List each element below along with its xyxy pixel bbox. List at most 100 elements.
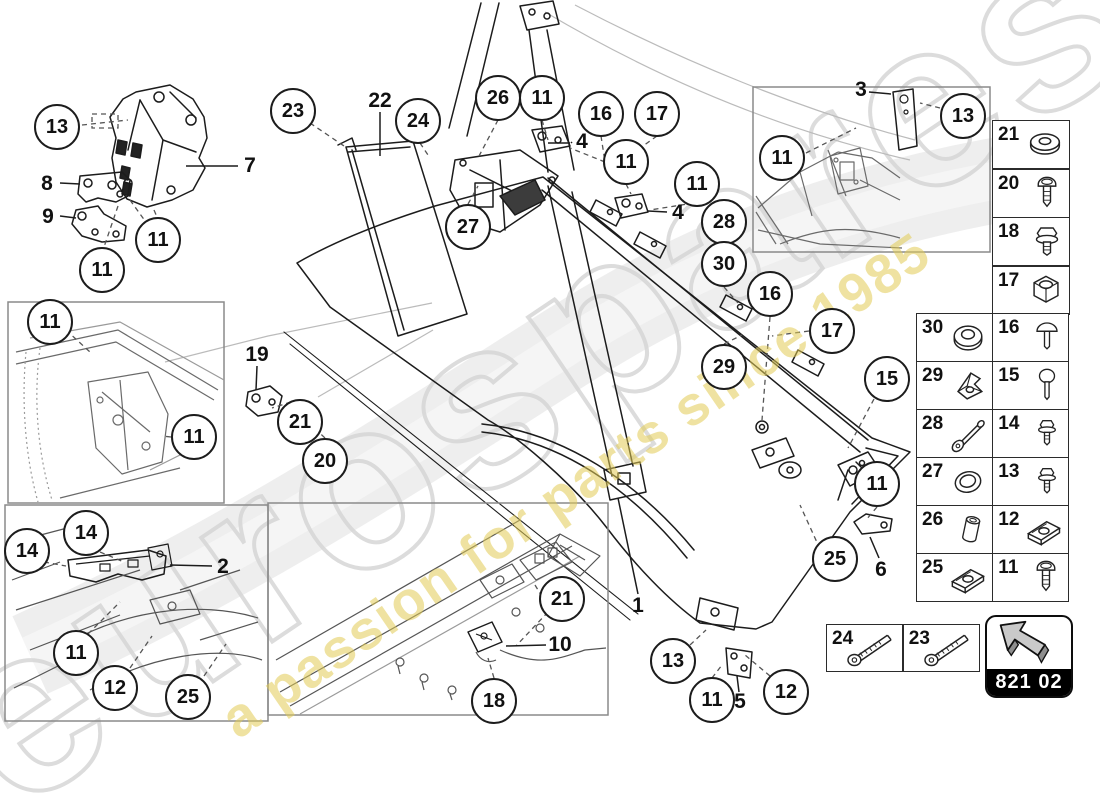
legend-cell[interactable]: 29: [917, 362, 992, 409]
legend-cell[interactable]: 12: [993, 506, 1068, 553]
part-number-label[interactable]: 3: [855, 78, 867, 101]
callout-circle[interactable]: 18: [471, 678, 517, 724]
part-number-label[interactable]: 2: [217, 555, 229, 578]
legend-cell[interactable]: 30: [917, 314, 992, 361]
part-number-label[interactable]: 1: [632, 594, 644, 617]
callout-circle[interactable]: 11: [135, 217, 181, 263]
legend-cell-number: 28: [922, 413, 944, 435]
legend-cell[interactable]: 11: [993, 554, 1068, 601]
legend-cell[interactable]: 20: [993, 169, 1069, 217]
callout-circle[interactable]: 12: [92, 665, 138, 711]
part-number-label[interactable]: 5: [734, 690, 746, 713]
callout-circle[interactable]: 25: [165, 674, 211, 720]
callout-circle[interactable]: 11: [603, 139, 649, 185]
callout-circle[interactable]: 25: [812, 536, 858, 582]
callout-number: 28: [712, 210, 736, 233]
legend-cell[interactable]: 16: [993, 314, 1068, 361]
callout-number: 16: [758, 282, 782, 305]
callout-circle[interactable]: 16: [578, 91, 624, 137]
callout-number: 13: [951, 104, 975, 127]
legend-cell-number: 20: [998, 172, 1020, 194]
callout-circle[interactable]: 21: [277, 399, 323, 445]
callout-circle[interactable]: 13: [650, 638, 696, 684]
callout-circle[interactable]: 11: [854, 461, 900, 507]
callout-circle[interactable]: 16: [747, 271, 793, 317]
inset-box-frames: [4, 86, 991, 722]
callout-number: 11: [771, 146, 793, 169]
part-number-label[interactable]: 7: [244, 154, 256, 177]
callout-circle[interactable]: 14: [63, 510, 109, 556]
callout-number: 20: [313, 449, 337, 472]
legend-cell[interactable]: 17: [993, 266, 1069, 314]
callout-circle[interactable]: 27: [445, 204, 491, 250]
callout-circle[interactable]: 11: [674, 161, 720, 207]
callout-circle[interactable]: 14: [4, 528, 50, 574]
callout-circle[interactable]: 12: [763, 669, 809, 715]
legend-cell[interactable]: 28: [917, 410, 992, 457]
part-number-label[interactable]: 8: [41, 172, 53, 195]
callout-circle[interactable]: 28: [701, 199, 747, 245]
inset-bottom-middle-art: [275, 519, 607, 715]
legend-cell[interactable]: 27: [917, 458, 992, 505]
legend-cell-number: 30: [922, 317, 944, 338]
legend-cell[interactable]: 26: [917, 506, 992, 553]
part-number-label[interactable]: 9: [42, 205, 54, 228]
part-number-label[interactable]: 4: [672, 201, 684, 224]
part-number-label[interactable]: 19: [245, 343, 269, 366]
legend-cell-number: 11: [998, 557, 1019, 579]
callout-circle[interactable]: 30: [701, 241, 747, 287]
callout-circle[interactable]: 11: [79, 247, 125, 293]
legend-cell[interactable]: 23: [903, 625, 979, 671]
inset-left-middle-art: [15, 321, 225, 503]
legend-cell[interactable]: 25: [917, 554, 992, 601]
legend-bottom-row: 24 23: [826, 624, 980, 672]
callout-circle[interactable]: 11: [171, 414, 217, 460]
callout-circle[interactable]: 21: [539, 576, 585, 622]
part-number-label[interactable]: 6: [875, 558, 887, 581]
callout-circle[interactable]: 24: [395, 98, 441, 144]
legend-cell[interactable]: 14: [993, 410, 1068, 457]
callout-circle[interactable]: 29: [701, 344, 747, 390]
body-contours: [164, 4, 916, 398]
callout-circle[interactable]: 11: [519, 75, 565, 121]
callout-circle[interactable]: 11: [53, 630, 99, 676]
callout-number: 18: [482, 689, 506, 712]
callout-circle[interactable]: 11: [689, 677, 735, 723]
dome-screw-icon: [1027, 316, 1067, 360]
legend-cell[interactable]: 15: [993, 362, 1068, 409]
hex-nut-icon: [1024, 269, 1068, 313]
part-number-label[interactable]: 22: [368, 89, 392, 112]
solid-label-lines: [59, 91, 892, 693]
legend-grid: 30 16 29 15 28 14 27 13 26 12: [916, 313, 1069, 602]
callout-circle[interactable]: 13: [940, 93, 986, 139]
flange-screw-icon: [1027, 412, 1067, 456]
long-screw-icon: [916, 627, 978, 671]
callout-circle[interactable]: 11: [27, 299, 73, 345]
callout-circle[interactable]: 23: [270, 88, 316, 134]
legend-cell[interactable]: 13: [993, 458, 1068, 505]
flange-screw-icon: [1027, 460, 1067, 504]
legend-cell[interactable]: 24: [827, 625, 903, 671]
legend-cell[interactable]: 18: [993, 218, 1069, 266]
callout-circle[interactable]: 13: [34, 104, 80, 150]
callout-number: 11: [147, 228, 169, 251]
diagram-nav-box[interactable]: 821 02: [985, 615, 1073, 698]
callout-circle[interactable]: 26: [475, 75, 521, 121]
long-bolt-icon: [945, 412, 991, 456]
legend-cell[interactable]: 21: [993, 121, 1069, 168]
callout-circle[interactable]: 17: [809, 308, 855, 354]
callout-number: 14: [15, 539, 39, 562]
callout-number: 11: [701, 688, 723, 711]
legend-cell-number: 14: [998, 413, 1020, 435]
callout-number: 29: [712, 355, 736, 378]
part-number-label[interactable]: 10: [548, 633, 572, 656]
legend-single-column: 21 20 18 17: [992, 120, 1070, 315]
callout-circle[interactable]: 17: [634, 91, 680, 137]
callout-circle[interactable]: 15: [864, 356, 910, 402]
callout-circle[interactable]: 11: [759, 135, 805, 181]
callout-number: 11: [183, 425, 205, 448]
callout-circle[interactable]: 20: [302, 438, 348, 484]
part-number-label[interactable]: 4: [576, 130, 588, 153]
sleeve-icon: [951, 508, 991, 552]
